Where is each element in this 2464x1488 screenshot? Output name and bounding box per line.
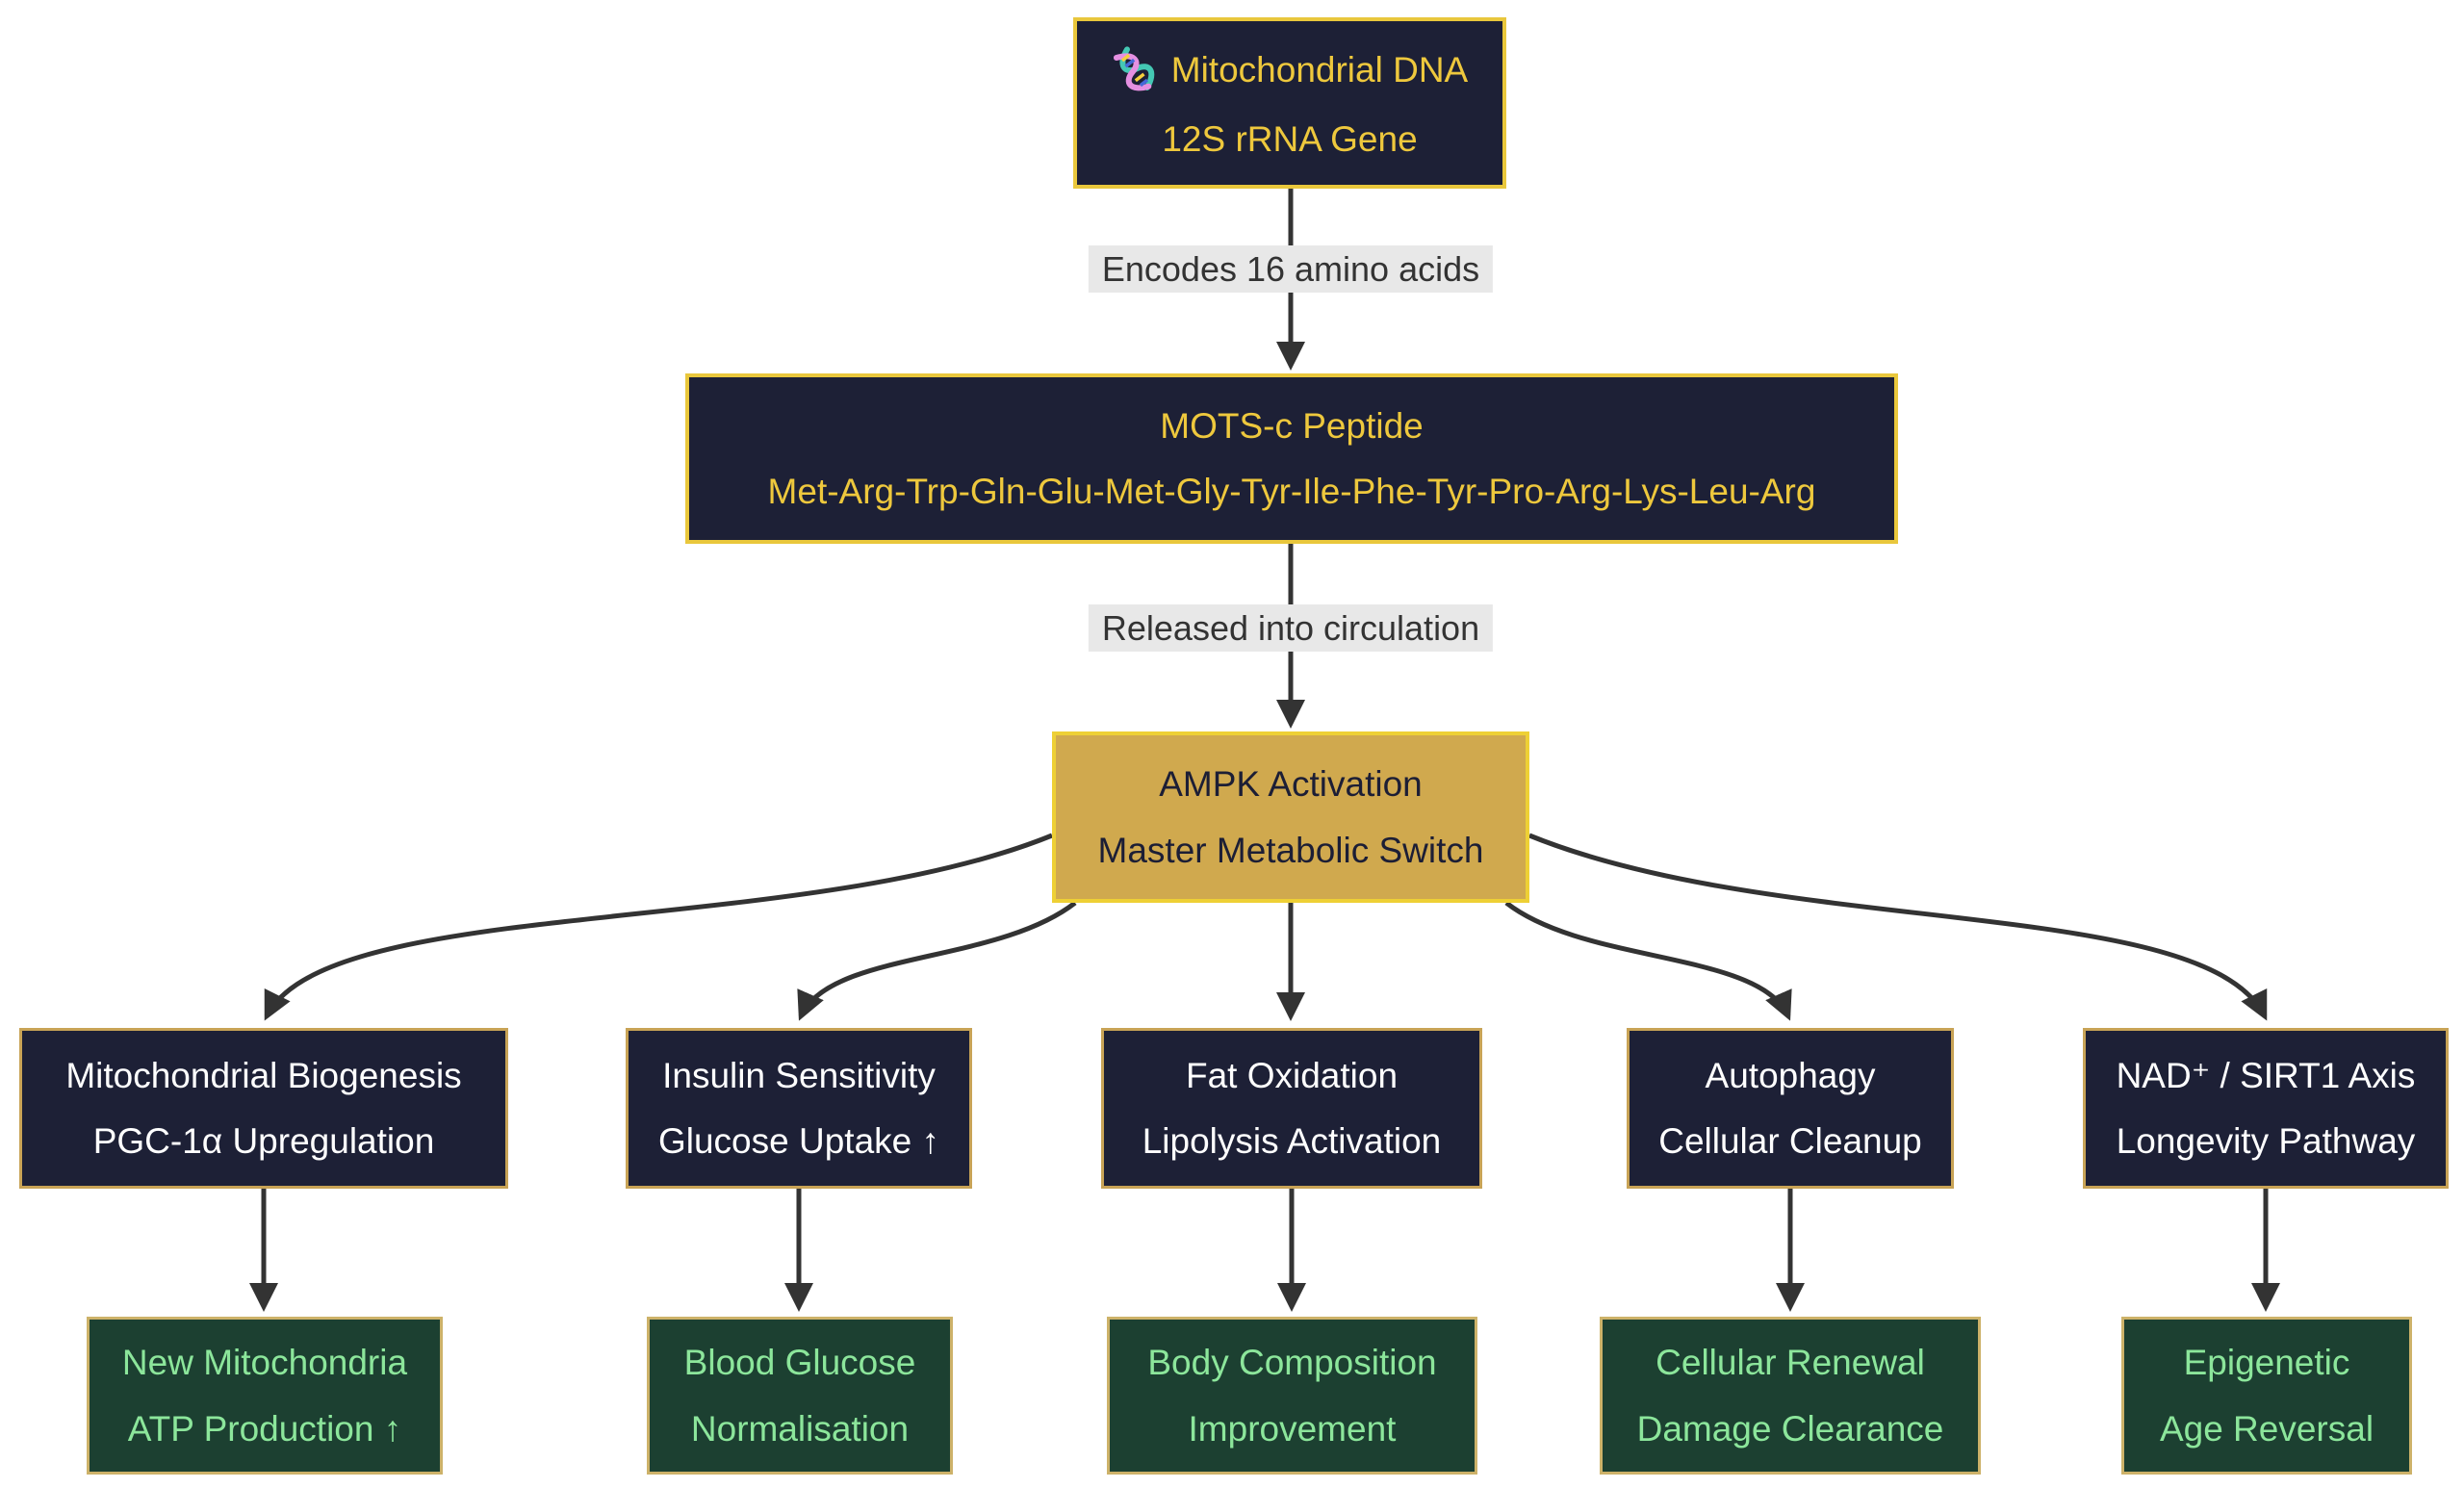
newmito-title: New Mitochondria xyxy=(121,1343,408,1383)
autophagy-subtitle: Cellular Cleanup xyxy=(1658,1121,1922,1161)
epigenetic-subtitle: Age Reversal xyxy=(2159,1408,2374,1449)
node-mitochondrial-biogenesis: Mitochondrial Biogenesis PGC-1α Upregula… xyxy=(19,1028,508,1189)
edge-label-encodes: Encodes 16 amino acids xyxy=(1088,245,1494,294)
node-fat-oxidation: Fat Oxidation Lipolysis Activation xyxy=(1101,1028,1482,1189)
body-subtitle: Improvement xyxy=(1188,1408,1397,1449)
node-epigenetic-age-reversal: Epigenetic Age Reversal xyxy=(2121,1317,2412,1475)
glucose-title: Blood Glucose xyxy=(683,1343,916,1383)
mots-c-title: MOTS-c Peptide xyxy=(1160,405,1424,446)
edge-ampk-to-biogenesis xyxy=(264,833,1053,1021)
node-ampk-activation: AMPK Activation Master Metabolic Switch xyxy=(1052,731,1529,903)
edge-ampk-to-autophagy xyxy=(1504,901,1792,1021)
node-mots-c-peptide: MOTS-c Peptide Met-Arg-Trp-Gln-Glu-Met-G… xyxy=(685,373,1898,544)
renewal-subtitle: Damage Clearance xyxy=(1636,1408,1944,1449)
node-insulin-sensitivity: Insulin Sensitivity Glucose Uptake ↑ xyxy=(626,1028,972,1189)
mito-dna-title: Mitochondrial DNA xyxy=(1170,50,1469,90)
node-blood-glucose: Blood Glucose Normalisation xyxy=(647,1317,953,1475)
autophagy-title: Autophagy xyxy=(1705,1055,1876,1095)
nad-title: NAD⁺ / SIRT1 Axis xyxy=(2116,1055,2416,1095)
mito-dna-subtitle: 12S rRNA Gene xyxy=(1162,118,1418,159)
renewal-title: Cellular Renewal xyxy=(1656,1343,1925,1383)
node-mitochondrial-dna: Mitochondrial DNA 12S rRNA Gene xyxy=(1073,17,1506,189)
node-new-mitochondria: New Mitochondria ATP Production ↑ xyxy=(87,1317,443,1475)
fat-subtitle: Lipolysis Activation xyxy=(1142,1121,1442,1161)
node-body-composition: Body Composition Improvement xyxy=(1107,1317,1477,1475)
biogenesis-title: Mitochondrial Biogenesis xyxy=(65,1055,462,1095)
epigenetic-title: Epigenetic xyxy=(2183,1343,2350,1383)
edge-ampk-to-nad xyxy=(1528,833,2268,1021)
mots-c-sequence: Met-Arg-Trp-Gln-Glu-Met-Gly-Tyr-Ile-Phe-… xyxy=(767,472,1816,511)
ampk-subtitle: Master Metabolic Switch xyxy=(1097,830,1484,870)
biogenesis-subtitle: PGC-1α Upregulation xyxy=(92,1121,435,1161)
node-cellular-renewal: Cellular Renewal Damage Clearance xyxy=(1600,1317,1981,1475)
glucose-subtitle: Normalisation xyxy=(690,1408,910,1449)
edge-ampk-to-insulin xyxy=(797,901,1077,1021)
edge-label-released: Released into circulation xyxy=(1088,604,1494,653)
insulin-title: Insulin Sensitivity xyxy=(662,1055,936,1095)
body-title: Body Composition xyxy=(1147,1343,1437,1383)
ampk-title: AMPK Activation xyxy=(1159,764,1423,805)
fat-title: Fat Oxidation xyxy=(1185,1055,1399,1095)
nad-subtitle: Longevity Pathway xyxy=(2116,1121,2416,1161)
node-autophagy: Autophagy Cellular Cleanup xyxy=(1627,1028,1954,1189)
node-nad-sirt1-axis: NAD⁺ / SIRT1 Axis Longevity Pathway xyxy=(2083,1028,2449,1189)
newmito-subtitle: ATP Production ↑ xyxy=(127,1408,402,1449)
insulin-subtitle: Glucose Uptake ↑ xyxy=(657,1121,940,1161)
dna-icon xyxy=(1113,46,1154,91)
